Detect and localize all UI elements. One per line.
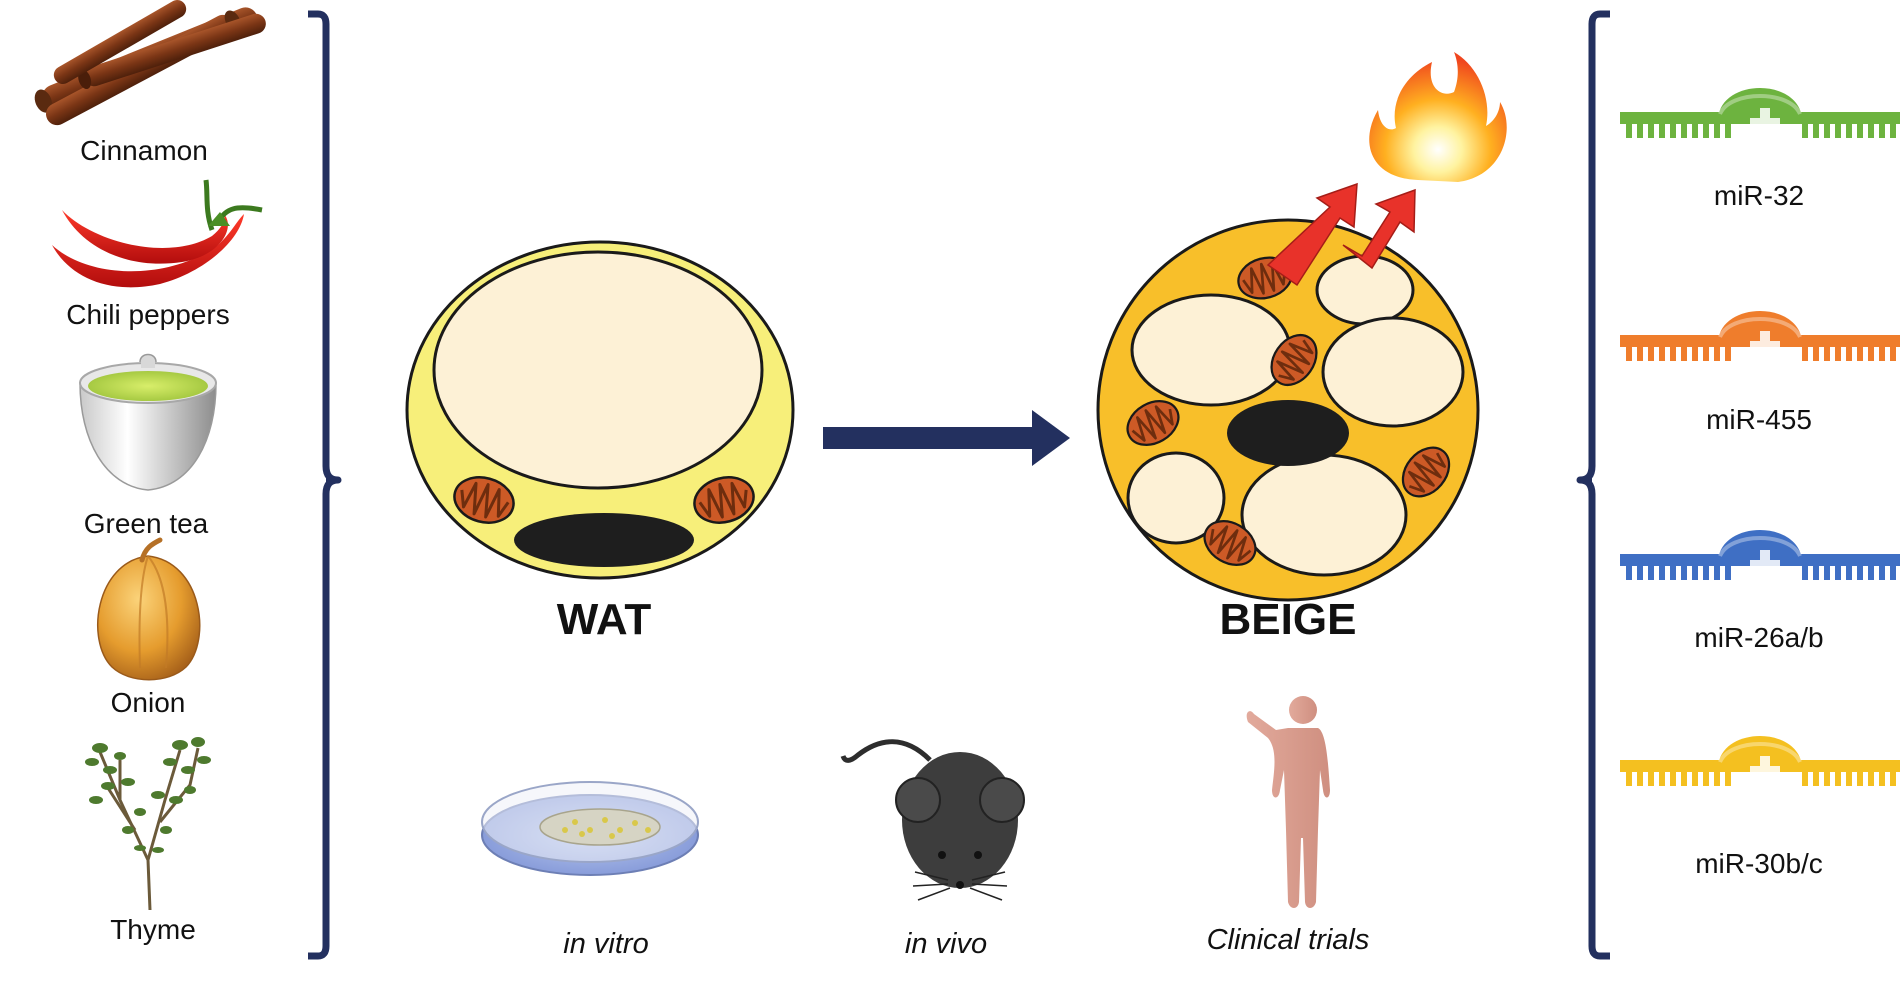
right-bracket	[1576, 10, 1610, 960]
petri-dish-icon	[481, 781, 699, 876]
mirna-group	[1620, 88, 1900, 786]
green-tea-icon	[79, 353, 217, 491]
food-label-onion: Onion	[110, 687, 186, 718]
thyme-icon	[85, 737, 211, 911]
food-label-cinnamon: Cinnamon	[80, 135, 208, 166]
beige-nucleus	[1227, 400, 1349, 466]
mirna-icon-3	[1620, 530, 1900, 580]
food-label-thyme: Thyme	[110, 914, 196, 945]
mirna-label-2: miR-455	[1706, 404, 1812, 435]
mirna-label-4: miR-30b/c	[1695, 848, 1823, 879]
browning-arrow	[823, 410, 1070, 466]
model-label-clinical-trials: Clinical trials	[1206, 924, 1370, 956]
cinnamon-icon	[34, 0, 266, 126]
mirna-icon-2	[1620, 311, 1900, 361]
wat-nucleus	[514, 513, 694, 567]
food-label-chili-peppers: Chili peppers	[66, 299, 230, 330]
mirna-label-3: miR-26a/b	[1694, 622, 1824, 653]
chili-pepper-icon	[52, 179, 263, 288]
onion-icon	[96, 537, 201, 681]
mirna-icon-1	[1620, 88, 1900, 138]
left-bracket	[308, 10, 342, 960]
food-label-green-tea: Green tea	[83, 508, 209, 539]
wat-cell	[405, 240, 795, 580]
model-label-in-vitro: in vitro	[563, 928, 649, 960]
model-label-in-vivo: in vivo	[904, 928, 988, 960]
beige-label: BEIGE	[1219, 595, 1357, 644]
mouse-icon	[840, 739, 1025, 901]
wat-label: WAT	[556, 595, 652, 644]
fire-icon	[1369, 52, 1507, 182]
beige-cell	[1096, 218, 1480, 602]
human-icon	[1246, 696, 1330, 908]
thermogenesis-arrows	[1266, 182, 1416, 287]
mirna-icon-4	[1620, 736, 1900, 786]
mirna-label-1: miR-32	[1713, 180, 1805, 211]
wat-lipid-droplet	[432, 250, 764, 490]
